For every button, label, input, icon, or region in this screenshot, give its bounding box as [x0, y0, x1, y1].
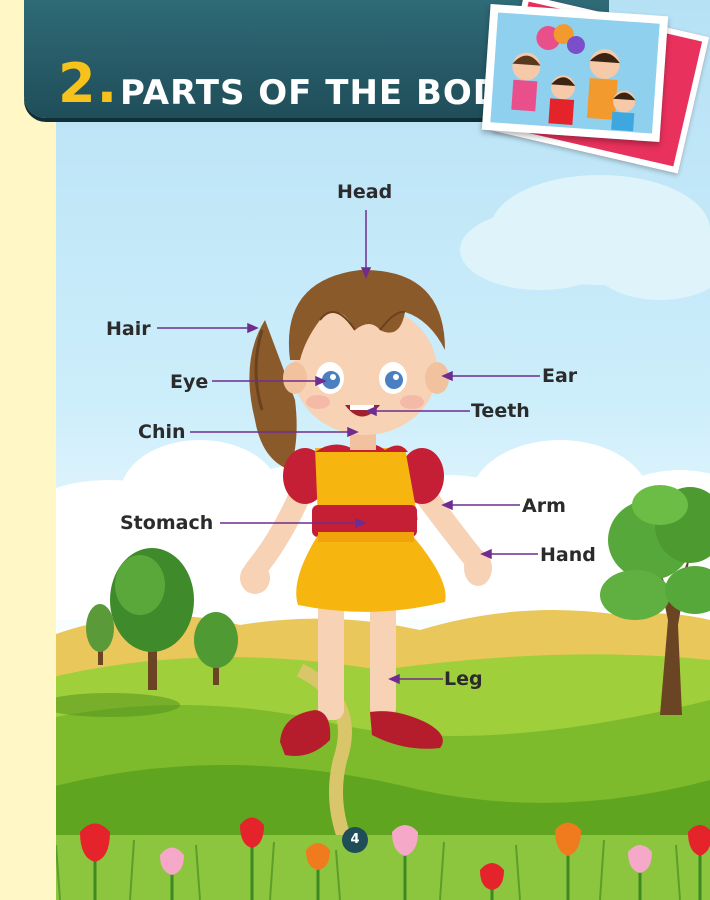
family-photo — [481, 3, 669, 143]
label-leg: Leg — [444, 668, 483, 690]
page-number: 4 — [342, 827, 368, 853]
label-hand: Hand — [540, 544, 596, 566]
tree-small-left — [86, 604, 114, 665]
label-hair: Hair — [106, 318, 151, 340]
cloud-right — [460, 175, 710, 300]
label-ear: Ear — [542, 365, 578, 387]
tree-left — [110, 548, 194, 690]
label-eye: Eye — [170, 371, 209, 393]
family-photo-illustration — [490, 12, 660, 134]
flowers — [5, 817, 710, 900]
label-arm: Arm — [522, 495, 566, 517]
tree-mid-left — [194, 612, 238, 685]
tree-right — [600, 485, 710, 715]
pointer-lines — [157, 210, 540, 685]
chapter-number: 2. — [58, 52, 119, 115]
label-head: Head — [337, 181, 393, 203]
scalloped-border — [0, 0, 56, 900]
label-teeth: Teeth — [471, 400, 530, 422]
chapter-title: PARTS OF THE BODY — [120, 73, 526, 113]
label-stomach: Stomach — [120, 512, 214, 534]
label-chin: Chin — [138, 421, 186, 443]
